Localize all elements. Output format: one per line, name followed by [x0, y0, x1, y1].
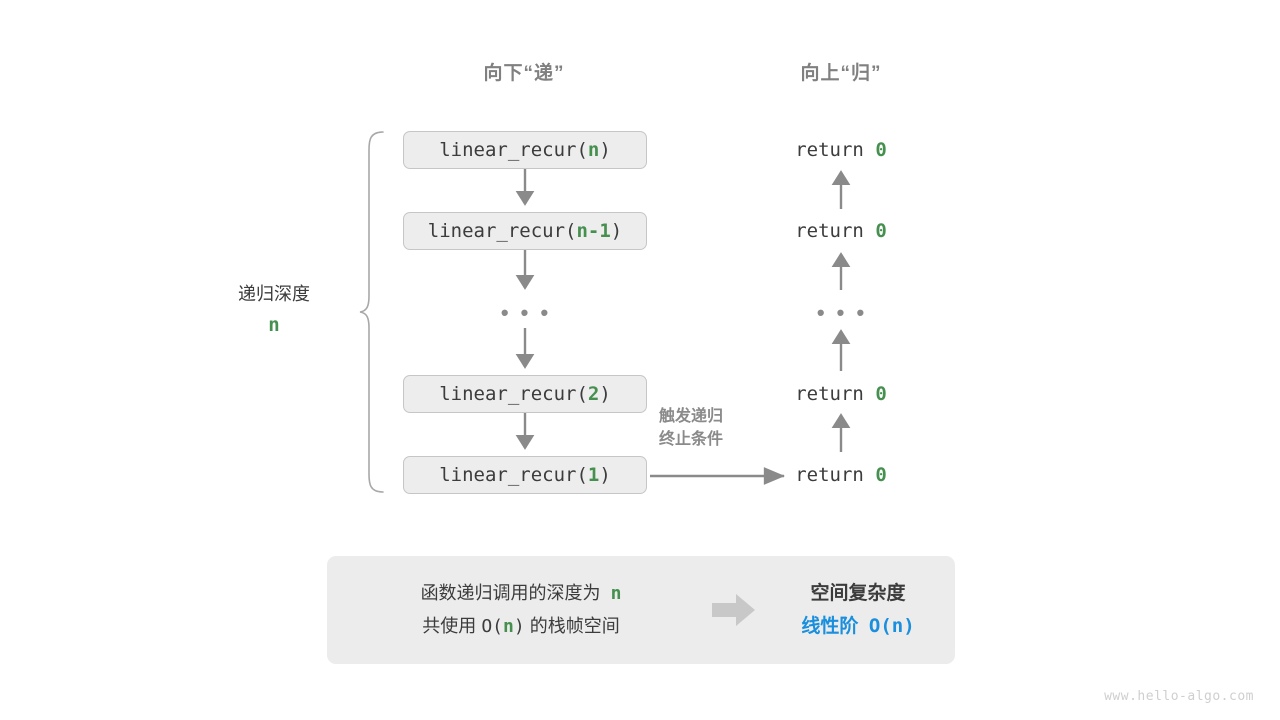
call-frame-box: linear_recur(n) — [403, 131, 647, 169]
return-statement: return 0 — [795, 464, 887, 486]
summary-line-1: 函数递归调用的深度为 n — [345, 577, 697, 610]
call-frame-box: linear_recur(2) — [403, 375, 647, 413]
column-header-ascend: 向上“归” — [800, 63, 882, 84]
call-frame-prefix: linear_recur( — [439, 139, 588, 161]
return-keyword: return — [795, 383, 864, 405]
recursion-depth-variable: n — [268, 314, 280, 336]
return-keyword: return — [795, 139, 864, 161]
return-statement: return 0 — [795, 383, 887, 405]
right-block-arrow-icon — [712, 594, 755, 626]
call-frame-arg: 2 — [587, 383, 600, 405]
call-frame-box: linear_recur(1) — [403, 456, 647, 494]
call-frame-arg: n-1 — [576, 220, 611, 242]
termination-condition-note: 触发递归 终止条件 — [659, 405, 723, 451]
call-frame-suffix: ) — [599, 464, 611, 486]
implies-arrow — [697, 593, 771, 627]
summary-line2-bigo-open: O( — [481, 616, 503, 637]
call-frame-arg: n — [587, 139, 600, 161]
summary-line2-variable: n — [503, 616, 514, 637]
summary-line1-variable: n — [610, 582, 622, 604]
summary-line2-text-a: 共使用 — [422, 616, 477, 636]
termination-note-line1: 触发递归 — [659, 408, 724, 425]
call-frame-prefix: linear_recur( — [439, 464, 588, 486]
summary-line1-text: 函数递归调用的深度为 — [420, 582, 601, 603]
space-complexity-value: 线性阶 O(n) — [771, 610, 945, 643]
recursion-depth-label: 递归深度 n — [238, 281, 310, 336]
return-statement: return 0 — [795, 220, 887, 242]
call-frame-suffix: ) — [610, 220, 623, 242]
call-frame-suffix: ) — [599, 139, 611, 161]
complexity-summary-panel: 函数递归调用的深度为 n 共使用 O(n) 的栈帧空间 空间复杂度 线性阶 O(… — [327, 556, 955, 664]
call-frame-arg: 1 — [587, 464, 600, 486]
complexity-bigo: O(n) — [868, 615, 915, 637]
return-value: 0 — [875, 383, 887, 405]
space-complexity-title: 空间复杂度 — [810, 582, 906, 604]
return-keyword: return — [795, 220, 864, 242]
complexity-order-label: 线性阶 — [801, 616, 859, 637]
summary-conclusion: 空间复杂度 线性阶 O(n) — [771, 577, 955, 644]
watermark: www.hello-algo.com — [1104, 689, 1254, 704]
summary-line-2: 共使用 O(n) 的栈帧空间 — [345, 610, 697, 643]
summary-line2-bigo-close: ) — [513, 616, 525, 637]
call-frame-prefix: linear_recur( — [439, 383, 588, 405]
summary-line2-text-b: 的栈帧空间 — [529, 616, 620, 636]
ellipsis-icon: • • • — [500, 300, 552, 325]
call-frame-box: linear_recur(n-1) — [403, 212, 647, 250]
column-header-descend: 向下“递” — [483, 63, 565, 84]
summary-description: 函数递归调用的深度为 n 共使用 O(n) 的栈帧空间 — [327, 577, 697, 644]
return-statement: return 0 — [795, 139, 887, 161]
return-value: 0 — [875, 464, 887, 486]
return-value: 0 — [875, 220, 887, 242]
return-keyword: return — [795, 464, 864, 486]
ellipsis-icon: • • • — [816, 300, 868, 325]
recursion-depth-text: 递归深度 — [238, 284, 310, 304]
termination-note-line2: 终止条件 — [659, 431, 724, 449]
return-value: 0 — [875, 139, 887, 161]
call-frame-prefix: linear_recur( — [427, 220, 577, 242]
call-frame-suffix: ) — [599, 383, 611, 405]
